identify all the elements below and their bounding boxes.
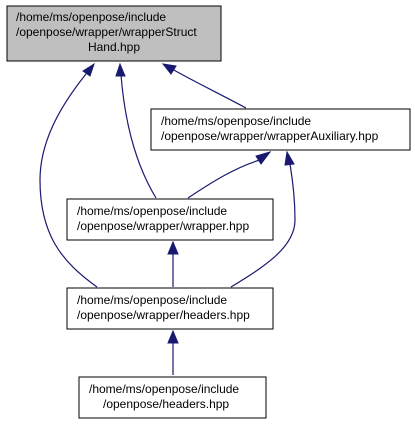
node-label-line: /openpose/wrapper/wrapperStruct xyxy=(16,25,197,39)
node-box xyxy=(66,198,274,241)
arrowhead-icon xyxy=(167,329,179,344)
node-headers[interactable]: /home/ms/openpose/include /openpose/head… xyxy=(78,376,267,419)
node-wrapper-auxiliary[interactable]: /home/ms/openpose/include /openpose/wrap… xyxy=(150,108,411,151)
edge-wrapper-to-wrapper-auxiliary xyxy=(187,159,261,199)
arrowhead-icon xyxy=(167,240,179,255)
node-box xyxy=(6,5,222,62)
arrowhead-icon xyxy=(82,62,95,77)
arrowhead-icon xyxy=(284,150,295,166)
node-label-line: /openpose/wrapper/wrapper.hpp xyxy=(77,219,249,233)
edge-wrapper-auxiliary-to-wrapper-struct-hand xyxy=(171,68,247,109)
node-label-line: /home/ms/openpose/include xyxy=(77,293,227,307)
node-wrapper-struct-hand[interactable]: /home/ms/openpose/include /openpose/wrap… xyxy=(6,5,222,62)
node-label-line: /openpose/wrapper/wrapperAuxiliary.hpp xyxy=(161,129,379,143)
arrowhead-icon xyxy=(255,151,272,165)
node-label-line: /home/ms/openpose/include xyxy=(16,10,166,24)
node-box xyxy=(150,108,411,151)
node-label-line: /home/ms/openpose/include xyxy=(89,382,239,396)
node-label-line: Hand.hpp xyxy=(88,40,140,54)
node-label-line: /home/ms/openpose/include xyxy=(77,204,227,218)
edge-wrapper-headers-to-wrapper-struct-hand xyxy=(39,73,98,288)
edge-wrapper-headers-to-wrapper-auxiliary xyxy=(230,163,296,288)
dependency-edges xyxy=(39,62,296,375)
node-wrapper[interactable]: /home/ms/openpose/include /openpose/wrap… xyxy=(66,198,274,241)
node-label-line: /home/ms/openpose/include xyxy=(161,114,311,128)
edge-wrapper-to-wrapper-struct-hand xyxy=(120,74,157,199)
arrowhead-icon xyxy=(161,63,177,75)
node-box xyxy=(66,287,274,330)
node-box xyxy=(78,376,267,419)
node-wrapper-headers[interactable]: /home/ms/openpose/include /openpose/wrap… xyxy=(66,287,274,330)
node-label-line: /openpose/wrapper/headers.hpp xyxy=(77,308,250,322)
node-label-line: /openpose/headers.hpp xyxy=(103,397,229,411)
arrowhead-icon xyxy=(115,62,126,77)
